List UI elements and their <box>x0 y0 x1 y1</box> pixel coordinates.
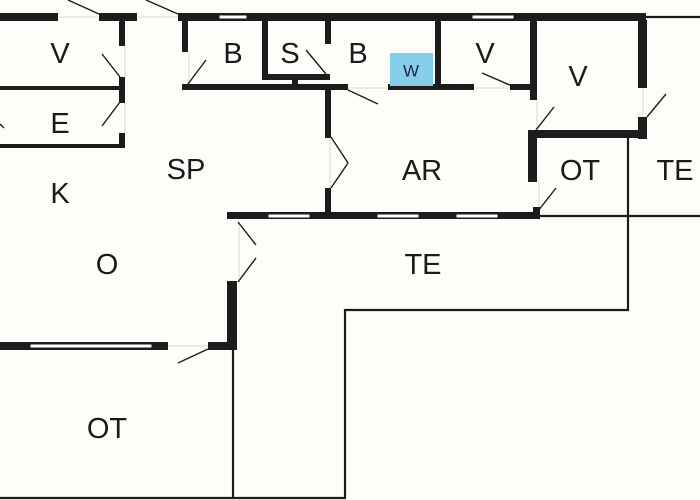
room-label-ot-small: OT <box>560 155 601 187</box>
thick-walls <box>0 13 647 350</box>
w-fixture-box <box>390 53 433 86</box>
room-label-v-left: V <box>50 38 70 70</box>
windows <box>29 14 515 349</box>
thin-walls <box>0 15 700 500</box>
room-label-k: K <box>50 178 70 210</box>
room-label-e-left: E <box>50 108 69 140</box>
w-fixture-label: W <box>403 62 419 81</box>
room-labels: V E K SP O B S B V V AR OT TE TE OT <box>50 38 693 445</box>
door-openings <box>60 16 644 347</box>
room-label-b-2: B <box>348 38 367 70</box>
room-label-v-mid: V <box>475 38 495 70</box>
room-label-v-big: V <box>568 61 588 93</box>
room-label-o: O <box>96 249 119 281</box>
room-label-ar: AR <box>402 155 442 187</box>
room-label-sp: SP <box>167 154 206 186</box>
door-swings <box>0 0 667 364</box>
room-label-b-1: B <box>223 38 242 70</box>
room-label-ot-bottom: OT <box>87 413 128 445</box>
room-label-te-right: TE <box>656 155 693 187</box>
room-label-te-main: TE <box>404 249 441 281</box>
room-label-s: S <box>280 38 299 70</box>
